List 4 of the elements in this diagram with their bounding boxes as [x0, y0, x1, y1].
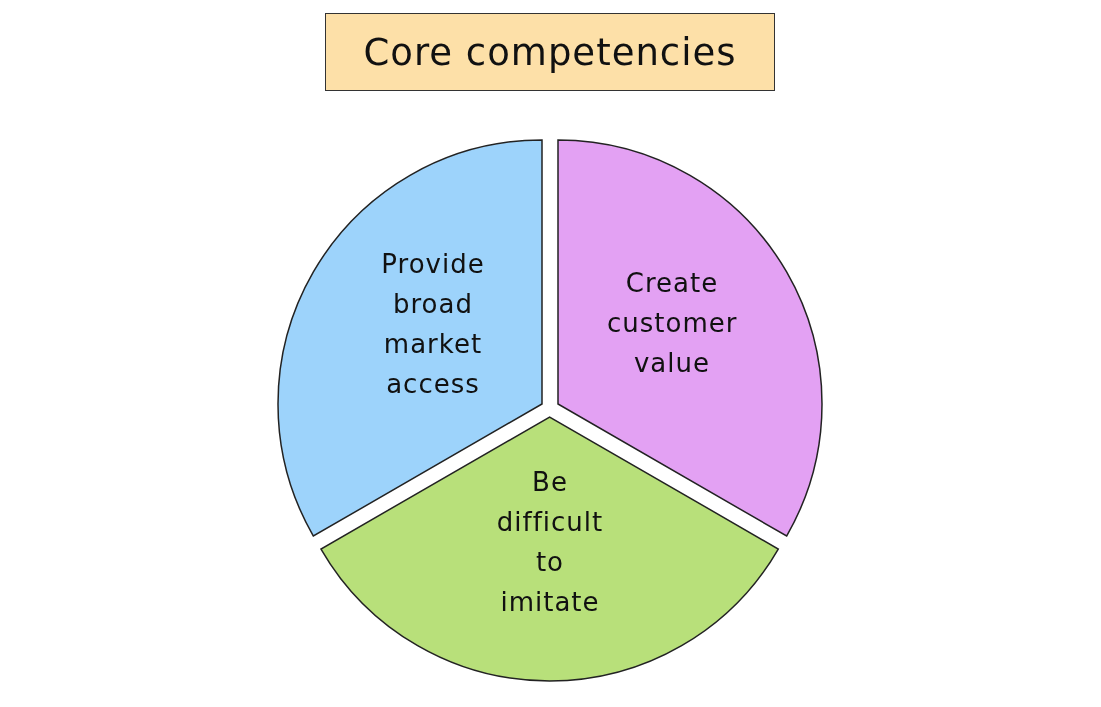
sector-label: Create customer value — [607, 267, 737, 380]
sector-label: Provide broad market access — [380, 248, 486, 401]
title-box: Core competencies — [325, 13, 775, 91]
sector-label: Be difficult to imitate — [495, 466, 605, 619]
